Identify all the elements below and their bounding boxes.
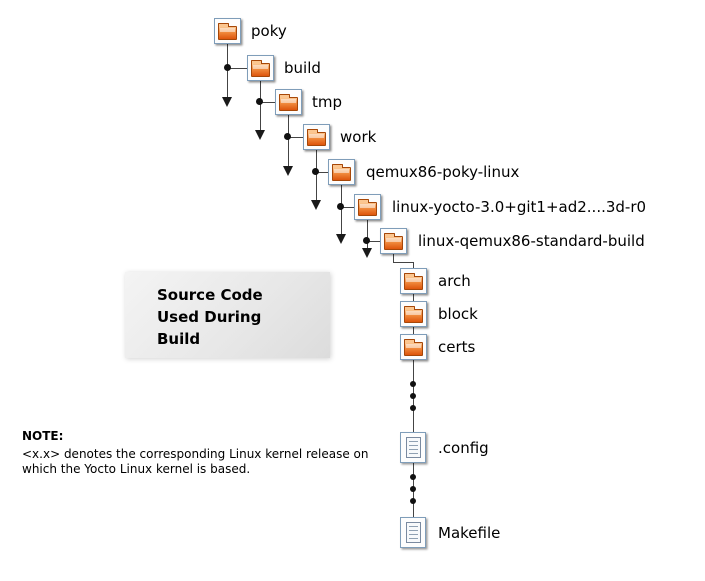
folder-glyph — [358, 199, 377, 216]
note-title: NOTE: — [22, 429, 64, 443]
folder-icon — [380, 228, 407, 254]
tree-node-label-build: build — [284, 59, 321, 77]
connector-line — [316, 150, 317, 200]
folder-icon — [275, 89, 302, 115]
callout-box: Source Code Used During Build — [125, 272, 330, 358]
connector-line — [227, 68, 247, 69]
text-lines-glyph — [408, 526, 418, 539]
ellipsis-dot — [410, 474, 416, 480]
tree-node-label-work: work — [340, 128, 377, 146]
callout-line: Build — [157, 330, 201, 348]
connector-line — [260, 81, 261, 130]
folder-glyph — [218, 23, 237, 40]
folder-glyph — [384, 233, 403, 250]
continuation-arrow-icon — [362, 248, 372, 258]
document-glyph — [405, 437, 421, 458]
branch-dot — [312, 168, 319, 175]
connector-line — [367, 241, 380, 242]
continuation-arrow-icon — [255, 130, 265, 140]
folder-glyph — [404, 339, 423, 356]
ellipsis-dot — [410, 393, 416, 399]
folder-glyph — [404, 273, 423, 290]
folder-glyph — [307, 129, 326, 146]
tree-node-label-standard-build: linux-qemux86-standard-build — [418, 232, 645, 250]
ellipsis-dot — [410, 381, 416, 387]
branch-dot — [337, 203, 344, 210]
note: NOTE: <x.x> denotes the corresponding Li… — [22, 429, 382, 477]
branch-dot — [256, 98, 263, 105]
tree-node-label-linux-yocto: linux-yocto-3.0+git1+ad2....3d-r0 — [392, 198, 647, 216]
branch-dot — [224, 64, 231, 71]
connector-line — [393, 254, 394, 262]
tree-node-label-qemux86-poky-linux: qemux86-poky-linux — [366, 163, 520, 181]
connector-line — [341, 207, 354, 208]
branch-dot — [284, 133, 291, 140]
continuation-arrow-icon — [222, 97, 232, 107]
branch-dot — [363, 237, 370, 244]
folder-icon — [214, 18, 241, 44]
folder-glyph — [332, 164, 351, 181]
document-glyph — [405, 522, 421, 543]
continuation-arrow-icon — [336, 234, 346, 244]
ellipsis-dot — [410, 486, 416, 492]
connector-line — [413, 262, 414, 517]
connector-line — [316, 172, 328, 173]
callout-line: Used During — [157, 308, 262, 326]
folder-glyph — [404, 306, 423, 323]
connector-line — [288, 115, 289, 166]
connector-line — [367, 220, 368, 248]
tree-node-label-block: block — [438, 305, 478, 323]
tree-node-label-arch: arch — [438, 272, 471, 290]
folder-icon — [247, 55, 274, 81]
folder-icon — [400, 268, 427, 294]
connector-line — [288, 137, 303, 138]
connector-line — [393, 262, 414, 263]
folder-icon — [400, 301, 427, 327]
folder-icon — [328, 159, 355, 185]
connector-line — [260, 102, 275, 103]
ellipsis-dot — [410, 498, 416, 504]
tree-node-label-certs: certs — [438, 338, 476, 356]
continuation-arrow-icon — [283, 166, 293, 176]
tree-node-label-config: .config — [438, 439, 489, 457]
tree-node-label-tmp: tmp — [312, 93, 343, 111]
text-lines-glyph — [408, 441, 418, 454]
note-text-line: <x.x> denotes the corresponding Linux ke… — [22, 447, 369, 461]
file-icon — [400, 517, 426, 548]
continuation-arrow-icon — [311, 200, 321, 210]
folder-glyph — [251, 60, 270, 77]
folder-icon — [354, 194, 381, 220]
file-icon — [400, 432, 426, 463]
tree-node-label-poky: poky — [251, 22, 287, 40]
tree-node-label-makefile: Makefile — [438, 524, 501, 542]
callout-line: Source Code — [157, 286, 263, 304]
note-text-line: which the Yocto Linux kernel is based. — [22, 462, 251, 476]
ellipsis-dot — [410, 405, 416, 411]
folder-icon — [303, 124, 330, 150]
folder-glyph — [279, 94, 298, 111]
folder-icon — [400, 334, 427, 360]
